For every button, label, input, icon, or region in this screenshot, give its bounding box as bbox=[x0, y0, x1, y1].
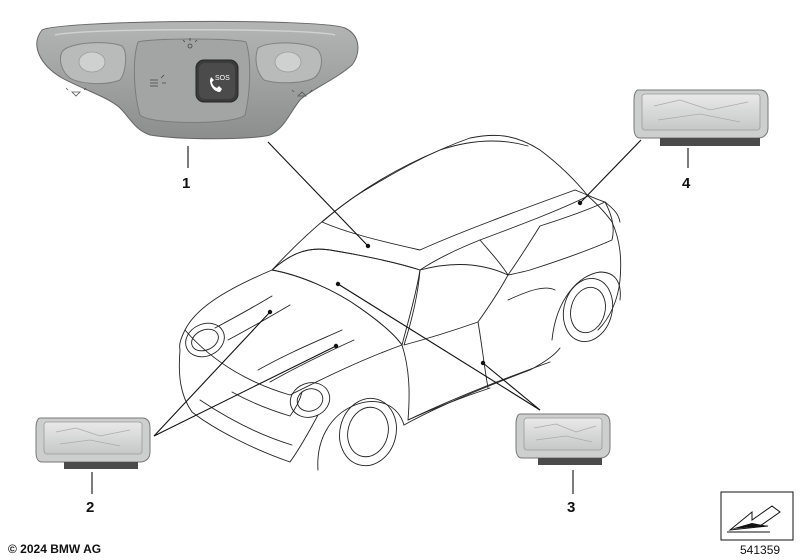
right-lamp-icon bbox=[291, 89, 313, 97]
phone-icon bbox=[210, 77, 222, 92]
car-outline bbox=[178, 134, 622, 471]
orientation-arrow-icon bbox=[720, 491, 794, 541]
lamp-part-2 bbox=[35, 417, 151, 469]
callout-2: 2 bbox=[86, 499, 94, 516]
lamp-part-4 bbox=[633, 89, 769, 146]
left-lamp-icon bbox=[65, 87, 87, 97]
callout-1: 1 bbox=[182, 175, 190, 192]
ambient-light-icon bbox=[150, 74, 166, 87]
callout-3: 3 bbox=[567, 499, 575, 516]
copyright: © 2024 BMW AG bbox=[8, 542, 101, 556]
interior-light-icon bbox=[182, 38, 198, 49]
sos-button: SOS bbox=[195, 59, 239, 103]
overhead-console: SOS bbox=[36, 20, 359, 140]
callout-4: 4 bbox=[682, 175, 691, 192]
diagram-number: 541359 bbox=[740, 543, 780, 557]
leader-lines bbox=[91, 139, 689, 494]
sos-label: SOS bbox=[215, 75, 230, 82]
lamp-part-3 bbox=[515, 413, 611, 465]
